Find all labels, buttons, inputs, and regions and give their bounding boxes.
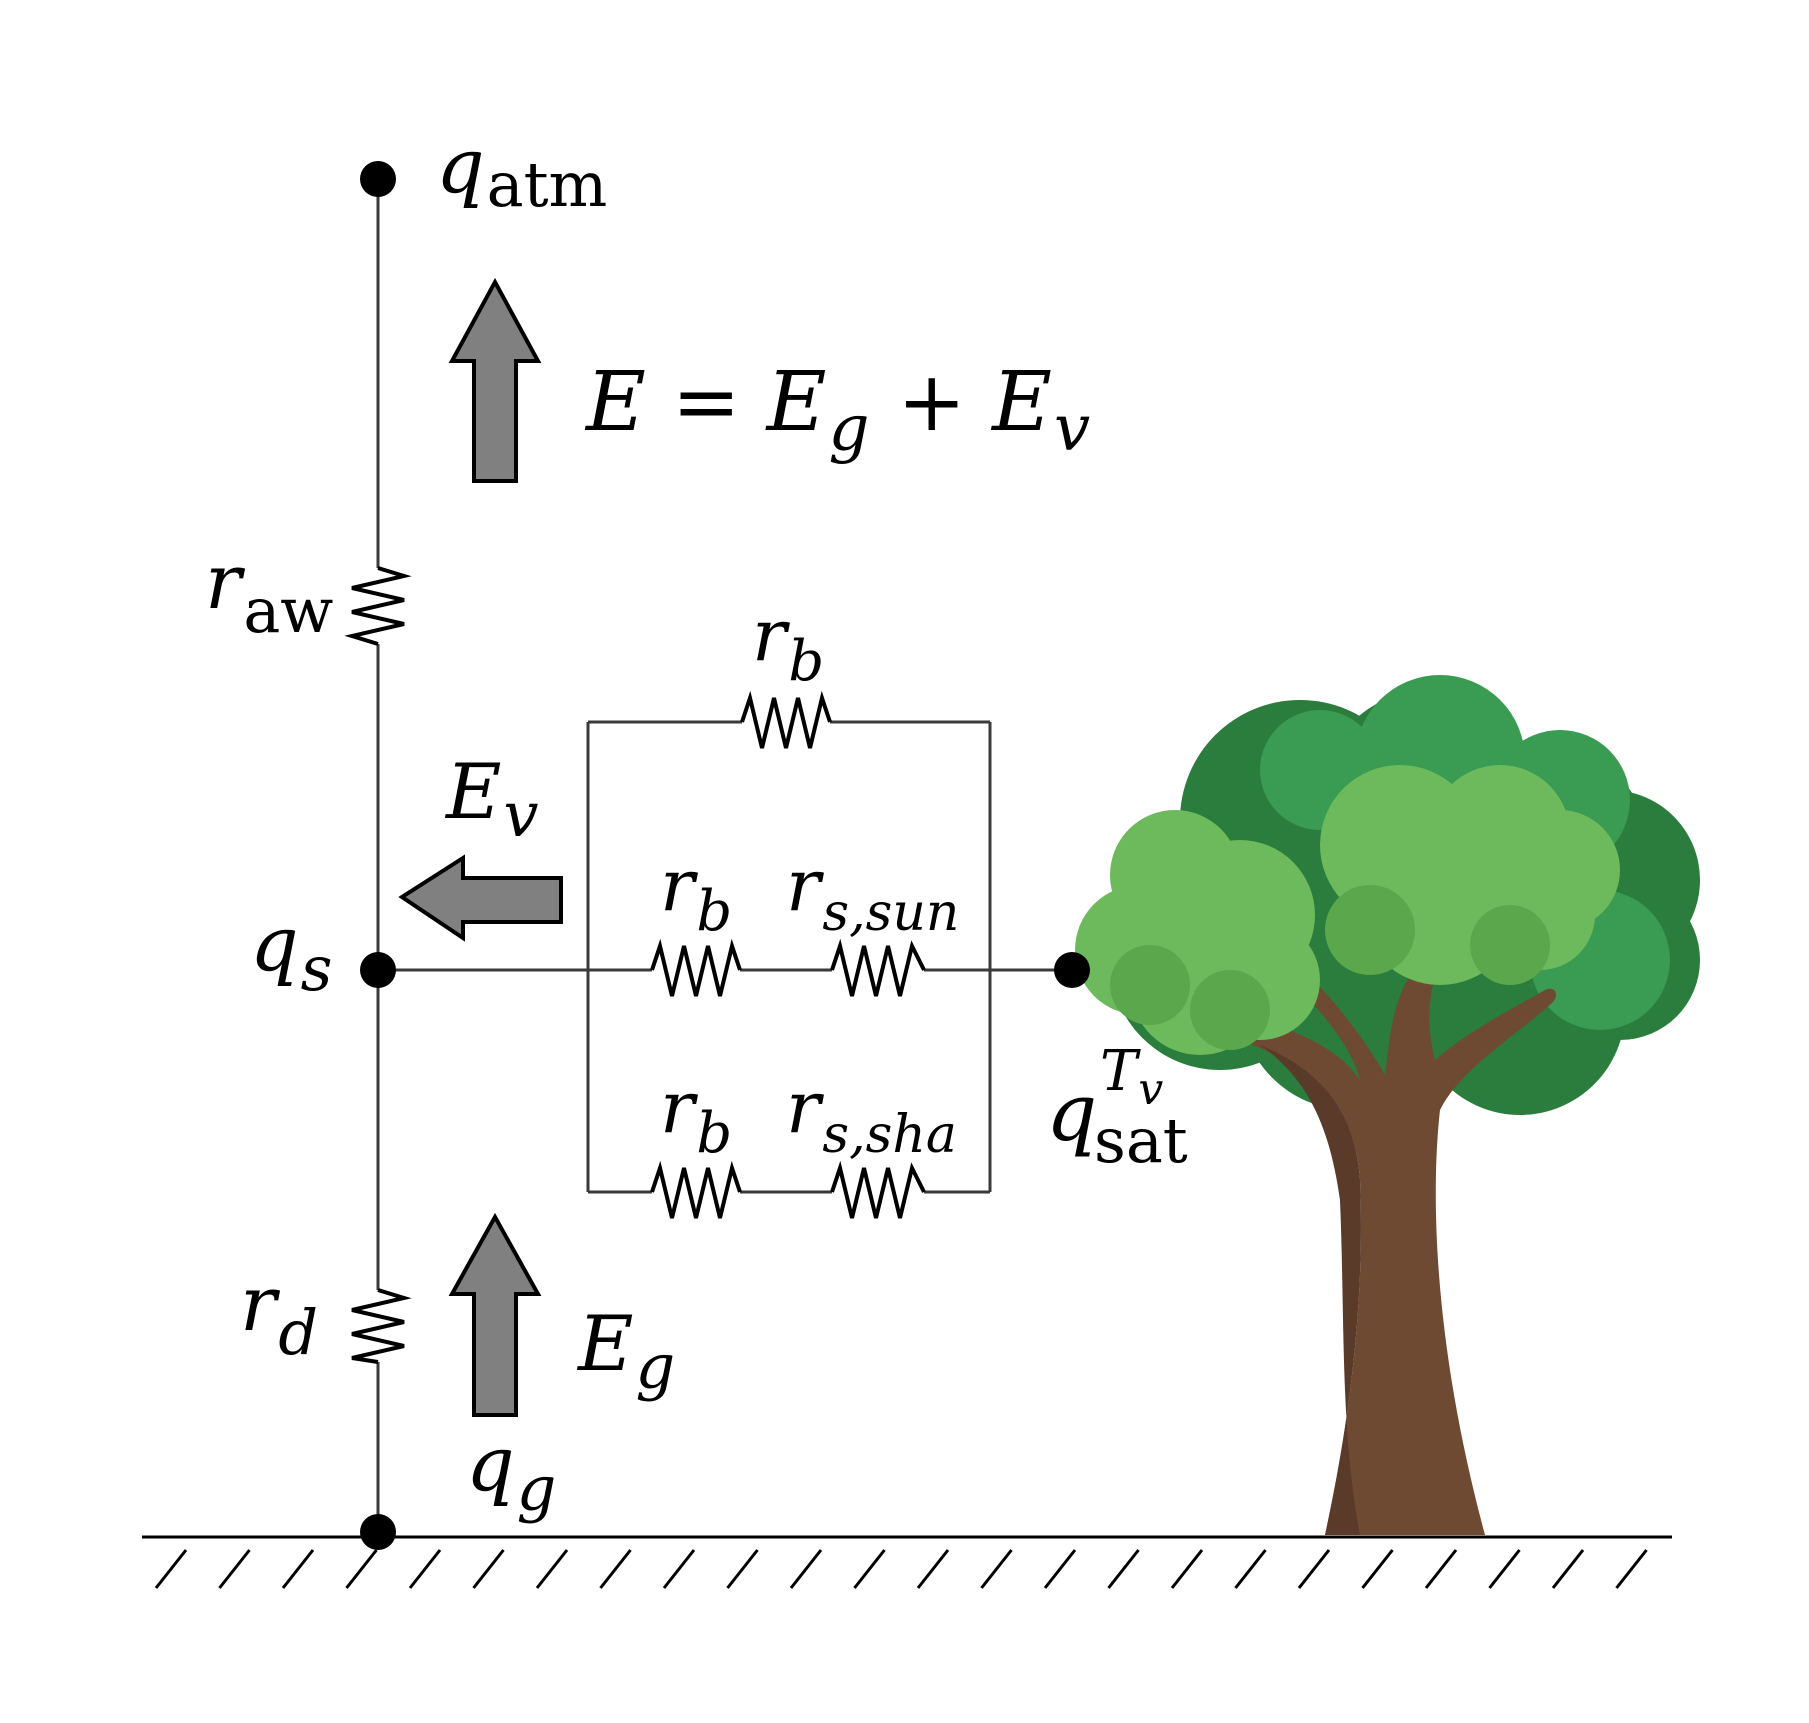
node-q-g: [360, 1514, 396, 1550]
label-q-sat-sup: Tv: [1100, 1039, 1163, 1115]
ground-hatch-mark: [281, 1549, 315, 1589]
label-r-s-sha: rs,sha: [786, 1065, 957, 1165]
arrow-Eg-up: [448, 1212, 542, 1417]
ground-hatch-mark: [1107, 1549, 1140, 1589]
equation-total-evaporation: E = Eg + Ev: [584, 355, 1090, 466]
ground-hatch-mark: [853, 1549, 886, 1589]
ground-hatch-mark: [1297, 1549, 1331, 1589]
node-q-atm: [360, 161, 396, 197]
ground-hatch-mark: [1043, 1549, 1077, 1589]
label-E-v-flux: Ev: [444, 747, 539, 851]
ground-hatch-mark: [472, 1549, 505, 1589]
resistor-r-b-mid: [650, 938, 742, 997]
label-r-b-low: rb: [660, 1065, 732, 1166]
ground-hatch-mark: [1234, 1549, 1267, 1589]
ground-hatch-mark: [916, 1549, 950, 1589]
ground-hatch-mark: [1488, 1549, 1521, 1589]
resistor-r-d: [351, 1288, 412, 1364]
node-q-sat: [1054, 952, 1090, 988]
ground-hatch-mark: [789, 1549, 823, 1589]
label-r-b-top: rb: [752, 593, 824, 694]
tree-canopy-front-right-shade: [1325, 885, 1550, 985]
ground-hatch-mark: [535, 1549, 569, 1589]
label-r-b-mid: rb: [660, 843, 732, 944]
resistor-r-b-top: [740, 690, 832, 749]
ground-hatching: [154, 1549, 1648, 1589]
flux-arrows: [398, 277, 563, 1417]
label-q-sat-sub: sat: [1094, 1104, 1188, 1177]
tree-trunk: [1228, 958, 1556, 1535]
tree-canopy-front-left-shade: [1110, 945, 1270, 1050]
arrow-Ev-left: [398, 854, 563, 942]
label-q-g: qg: [466, 1419, 556, 1525]
ground-hatch-mark: [1551, 1549, 1585, 1589]
nodes: [360, 161, 1090, 1550]
label-r-aw: raw: [205, 537, 333, 647]
resistor-r-s-sun: [830, 938, 926, 997]
resistor-r-aw: [344, 566, 412, 646]
ground-hatch-mark: [1361, 1549, 1394, 1589]
label-q-atm: qatm: [436, 121, 607, 221]
resistors: [344, 566, 926, 1364]
ground: [142, 1535, 1672, 1589]
circuit-wires: [376, 179, 1072, 1530]
label-r-d: rd: [240, 1259, 318, 1369]
label-r-s-sun: rs,sun: [786, 843, 959, 943]
arrow-total-E-up: [448, 277, 542, 483]
ground-hatch-mark: [980, 1549, 1013, 1589]
ground-hatch-mark: [154, 1549, 188, 1589]
ground-hatch-mark: [345, 1549, 378, 1589]
resistor-r-b-low: [650, 1160, 742, 1219]
ground-hatch-mark: [1170, 1549, 1204, 1589]
ground-hatch-mark: [1615, 1549, 1648, 1589]
ground-hatch-mark: [662, 1549, 696, 1589]
ground-hatch-mark: [599, 1549, 632, 1589]
node-q-s: [360, 952, 396, 988]
label-q-s: qs: [250, 899, 332, 1005]
ground-hatch-mark: [218, 1549, 251, 1589]
ground-hatch-mark: [1424, 1549, 1458, 1589]
labels: qatm raw rd qs qg Ev Eg rb: [205, 121, 1188, 1525]
label-q-sat-sym: q: [1046, 1066, 1097, 1159]
resistor-r-s-sha: [830, 1160, 926, 1219]
ground-hatch-mark: [408, 1549, 442, 1589]
label-E-g-flux: Eg: [576, 1299, 675, 1403]
tree-illustration: [1075, 675, 1700, 1535]
ground-hatch-mark: [726, 1549, 759, 1589]
